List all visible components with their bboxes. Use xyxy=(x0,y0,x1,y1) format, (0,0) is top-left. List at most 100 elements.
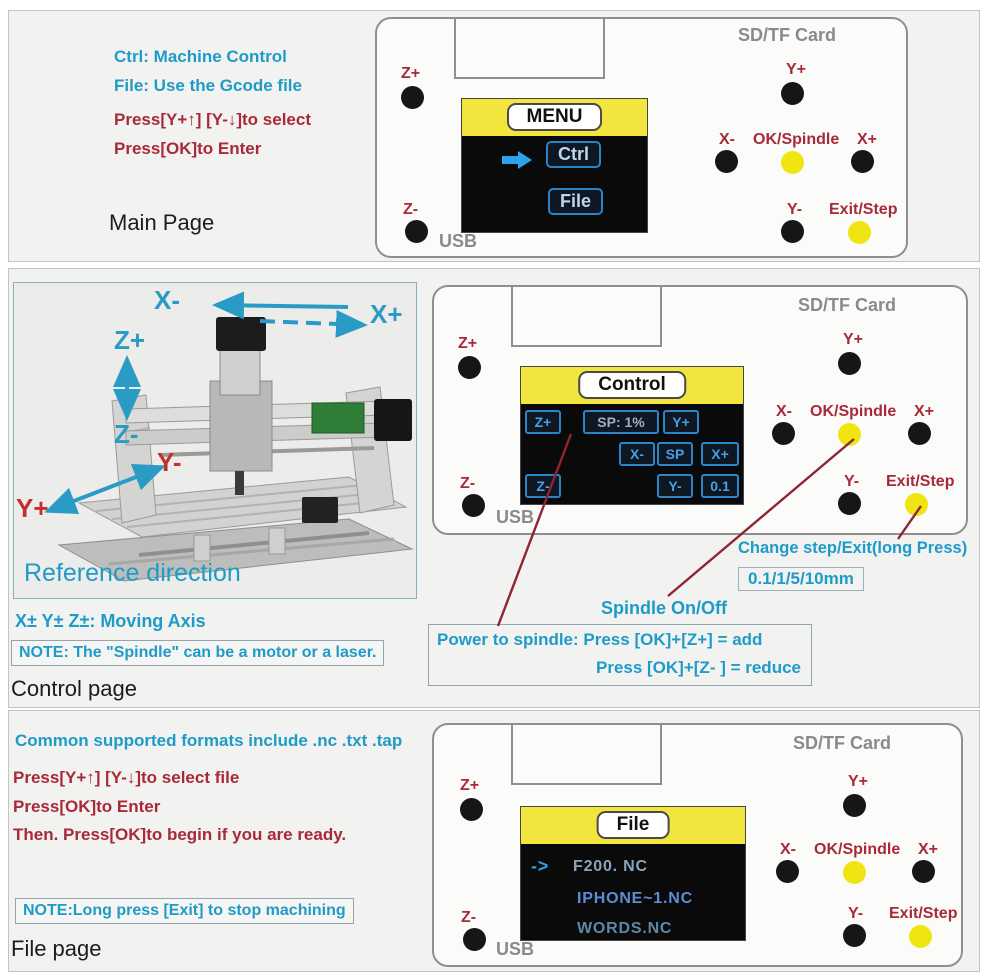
screen-title: Control xyxy=(578,371,686,399)
screen-sp[interactable]: SP xyxy=(657,442,693,466)
file-tip-select: Press[Y+↑] [Y-↓]to select file xyxy=(13,768,240,787)
axis-y-minus-label: Y- xyxy=(157,447,182,477)
screen-z-plus[interactable]: Z+ xyxy=(525,410,561,434)
ok-spindle-label: OK/Spindle xyxy=(753,131,840,148)
file-tip-enter: Press[OK]to Enter xyxy=(13,797,161,816)
controller-panel-control: SD/TF Card USB Z+ Z- Control Z+ SP: 1% Y… xyxy=(432,285,968,535)
x-minus-label: X- xyxy=(776,403,792,420)
controller-panel-file: SD/TF Card USB Z+ Z- File -> F200. NC IP… xyxy=(432,723,963,967)
z-minus-label: Z- xyxy=(403,201,419,218)
power-reduce-text: Press [OK]+[Z- ] = reduce xyxy=(595,658,801,677)
x-minus-button[interactable] xyxy=(776,860,799,883)
x-minus-label: X- xyxy=(719,131,735,148)
z-plus-button[interactable] xyxy=(458,356,481,379)
x-plus-button[interactable] xyxy=(912,860,935,883)
z-minus-label: Z- xyxy=(461,909,477,926)
x-plus-label: X+ xyxy=(918,841,939,858)
y-plus-button[interactable] xyxy=(838,352,861,375)
cursor-arrow-icon xyxy=(502,151,532,169)
sd-card-label: SD/TF Card xyxy=(797,295,896,315)
moving-axis-text: X± Y± Z±: Moving Axis xyxy=(15,611,206,631)
y-minus-label: Y- xyxy=(848,905,864,922)
control-page-section: X- X+ Z+ Z- Y- Y+ Reference direction X±… xyxy=(8,268,980,708)
controller-panel-main: SD/TF Card USB Z+ Z- MENU Ctrl File Y+ X… xyxy=(375,17,908,258)
main-page-caption: Main Page xyxy=(109,210,215,235)
ok-spindle-label: OK/Spindle xyxy=(810,403,897,420)
screen-body: Z+ SP: 1% Y+ X- SP X+ Z- Y- 0.1 xyxy=(521,404,743,504)
z-minus-button[interactable] xyxy=(462,494,485,517)
z-minus-button[interactable] xyxy=(405,220,428,243)
screen-y-plus[interactable]: Y+ xyxy=(663,410,699,434)
x-plus-button[interactable] xyxy=(908,422,931,445)
file-list-item[interactable]: WORDS.NC xyxy=(577,920,673,937)
reference-direction-box: X- X+ Z+ Z- Y- Y+ Reference direction xyxy=(13,282,417,599)
file-list-item[interactable]: IPHONE~1.NC xyxy=(577,890,693,907)
menu-item-ctrl[interactable]: Ctrl xyxy=(546,141,601,168)
step-values-box: 0.1/1/5/10mm xyxy=(738,567,864,591)
control-page-caption: Control page xyxy=(11,676,137,701)
file-list-item[interactable]: F200. NC xyxy=(573,858,648,875)
z-plus-label: Z+ xyxy=(458,335,478,352)
screen-x-minus[interactable]: X- xyxy=(619,442,655,466)
y-minus-label: Y- xyxy=(844,473,860,490)
sd-card-slot xyxy=(454,17,605,79)
x-minus-button[interactable] xyxy=(715,150,738,173)
usb-port-label: USB xyxy=(496,507,535,527)
power-to-spindle-box: Power to spindle: Press [OK]+[Z+] = add … xyxy=(428,624,812,686)
y-plus-button[interactable] xyxy=(843,794,866,817)
y-minus-button[interactable] xyxy=(838,492,861,515)
axis-x-plus-label: X+ xyxy=(370,299,403,329)
screen-z-minus[interactable]: Z- xyxy=(525,474,561,498)
y-minus-button[interactable] xyxy=(781,220,804,243)
y-plus-label: Y+ xyxy=(848,773,869,790)
x-minus-button[interactable] xyxy=(772,422,795,445)
y-plus-button[interactable] xyxy=(781,82,804,105)
sd-card-slot xyxy=(511,723,662,785)
main-tip-enter: Press[OK]to Enter xyxy=(114,139,262,158)
screen-title-band: MENU xyxy=(462,99,647,136)
axis-y-plus-label: Y+ xyxy=(16,493,49,523)
x-minus-label: X- xyxy=(780,841,796,858)
exit-step-label: Exit/Step xyxy=(886,473,955,490)
cnc-machine-illustration xyxy=(44,291,414,582)
file-tip-begin: Then. Press[OK]to begin if you are ready… xyxy=(13,825,347,844)
exit-step-button[interactable] xyxy=(848,221,871,244)
usb-port-label: USB xyxy=(439,231,478,251)
main-tip-file: File: Use the Gcode file xyxy=(114,76,302,95)
lcd-screen-file: File -> F200. NC IPHONE~1.NC WORDS.NC xyxy=(520,806,746,941)
z-plus-button[interactable] xyxy=(401,86,424,109)
file-cursor-arrow: -> xyxy=(531,856,550,876)
screen-sp-value: SP: 1% xyxy=(583,410,659,434)
ok-spindle-label: OK/Spindle xyxy=(814,841,901,858)
y-minus-button[interactable] xyxy=(843,924,866,947)
menu-item-file[interactable]: File xyxy=(548,188,604,215)
usb-port-label: USB xyxy=(496,939,535,959)
main-tip-select: Press[Y+↑] [Y-↓]to select xyxy=(114,110,311,129)
ok-spindle-button[interactable] xyxy=(781,151,804,174)
z-minus-button[interactable] xyxy=(463,928,486,951)
x-plus-button[interactable] xyxy=(851,150,874,173)
reference-direction-caption: Reference direction xyxy=(24,559,241,587)
ok-spindle-button[interactable] xyxy=(843,861,866,884)
lcd-screen-control: Control Z+ SP: 1% Y+ X- SP X+ Z- Y- 0.1 xyxy=(520,366,744,505)
screen-body: Ctrl File xyxy=(462,136,647,232)
sd-card-label: SD/TF Card xyxy=(792,733,891,753)
exit-step-button[interactable] xyxy=(909,925,932,948)
ok-spindle-button[interactable] xyxy=(838,423,861,446)
axis-x-minus-label: X- xyxy=(154,285,180,315)
screen-step-value[interactable]: 0.1 xyxy=(701,474,739,498)
z-plus-button[interactable] xyxy=(460,798,483,821)
power-add-text: Power to spindle: Press [OK]+[Z+] = add xyxy=(437,630,763,649)
axis-z-plus-label: Z+ xyxy=(114,325,146,355)
spindle-note-box: NOTE: The "Spindle" can be a motor or a … xyxy=(11,640,385,666)
exit-step-button[interactable] xyxy=(905,493,928,516)
file-page-caption: File page xyxy=(11,936,102,961)
z-plus-label: Z+ xyxy=(401,65,421,82)
x-plus-label: X+ xyxy=(914,403,935,420)
y-plus-label: Y+ xyxy=(843,331,864,348)
file-page-section: Common supported formats include .nc .tx… xyxy=(8,710,980,972)
file-note-box: NOTE:Long press [Exit] to stop machining xyxy=(15,898,354,924)
screen-x-plus[interactable]: X+ xyxy=(701,442,739,466)
screen-y-minus[interactable]: Y- xyxy=(657,474,693,498)
x-plus-label: X+ xyxy=(857,131,878,148)
